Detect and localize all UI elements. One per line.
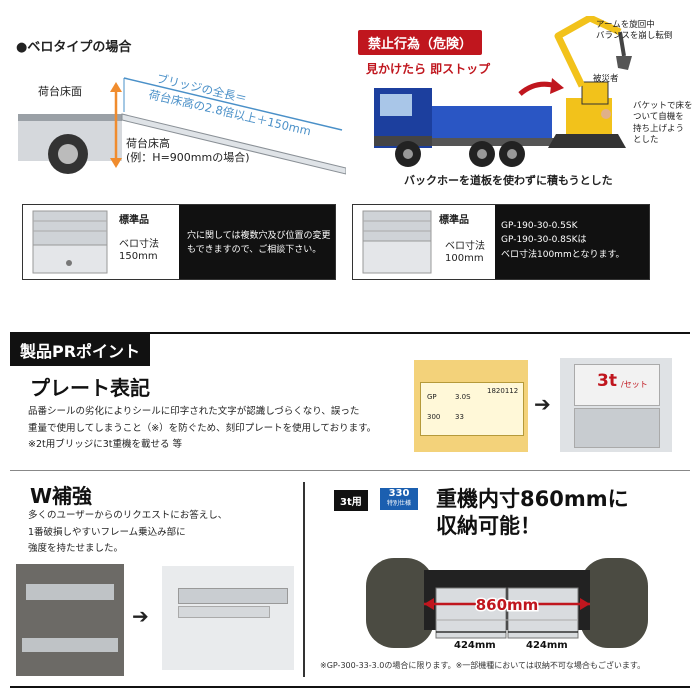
bero-section-title: ●ベロタイプの場合 — [16, 40, 132, 55]
danger-illustration — [374, 16, 632, 167]
spec-box-left: 標準品 ベロ寸法 150mm 穴に関しては複数穴及び位置の変更 もできますので、… — [22, 204, 336, 280]
spec-left-standard: 標準品 — [119, 215, 149, 226]
track-left — [366, 558, 434, 648]
machine-headline: 重機内寸860mmに 収納可能！ — [436, 487, 629, 539]
spec-left-tongue: ベロ寸法 — [119, 239, 159, 250]
track-diagram: 860mm 424mm 424mm — [366, 558, 648, 651]
engraved-plate: 3t /セット — [574, 364, 660, 406]
plate-title: プレート表記 — [30, 376, 150, 400]
sticker-photo: GP 3.0S 1820112 300 33 — [414, 360, 528, 452]
dimension-860-label: 860mm — [476, 596, 539, 614]
spec-left-desc-box: 穴に関しては複数穴及び位置の変更 もできますので、ご相談下さい。 — [179, 205, 335, 279]
plate-photo: 3t /セット — [560, 358, 672, 452]
serial-sticker: GP 3.0S 1820112 300 33 — [420, 382, 524, 436]
arm-note: アームを旋回中 バランスを崩し転倒 — [596, 20, 673, 42]
w-title: W補強 — [30, 484, 93, 508]
dump-body — [432, 106, 552, 140]
arrow-right-icon: ➔ — [534, 392, 551, 416]
ramp — [121, 113, 346, 175]
frame-photo-before — [16, 564, 124, 676]
w-body: 多くのユーザーからのリクエストにお答えし、 1番破損しやすいフレーム乗込み部に … — [28, 510, 228, 555]
spec-left-size: 150mm — [119, 251, 158, 262]
dimension-right-label: 424mm — [526, 640, 568, 651]
deck-floor-label: 荷台床面 — [38, 85, 82, 98]
tongue-photo-left — [32, 210, 108, 274]
frame-photo-after — [162, 566, 294, 670]
spec-right-desc-box: GP-190-30-0.5SK GP-190-30-0.8SKは ベロ寸法100… — [495, 205, 649, 279]
badge-330: 330 特別仕様 — [380, 488, 418, 510]
excavator-arm — [554, 16, 622, 88]
arrow-right-icon: ➔ — [132, 604, 149, 628]
machine-footnote: ※GP-300-33-3.0の場合に限ります。※一部機種においては収納不可な場合… — [320, 661, 646, 670]
spec-right-size: 100mm — [445, 253, 484, 264]
pr-divider — [10, 332, 690, 334]
plate-body: 品番シールの劣化によりシールに印字された文字が認識しづらくなり、誤った 重量で使… — [28, 406, 377, 451]
track-right — [580, 558, 648, 648]
danger-badge: 禁止行為（危険） — [358, 30, 483, 55]
truck-bed — [18, 114, 122, 121]
section-divider — [10, 470, 690, 471]
bridge-right — [507, 587, 579, 639]
badge-3t: 3t用 — [334, 490, 368, 511]
dimension-left-label: 424mm — [454, 640, 496, 651]
spec-right-tongue: ベロ寸法 — [445, 241, 485, 252]
pr-heading: 製品PRポイント — [10, 334, 151, 366]
bero-diagram: ブリッジの全長＝ 荷台床高の2.8倍以上＋150mm — [18, 71, 346, 175]
length-dimension-line — [123, 77, 343, 131]
excavator-track — [548, 134, 626, 148]
tongue-photo-right — [362, 210, 432, 274]
vertical-divider — [303, 482, 305, 677]
spec-right-standard: 標準品 — [439, 215, 469, 226]
deck-height-label: 荷台床高 — [126, 137, 170, 150]
victim-label: 被災者 — [593, 74, 619, 84]
bridge-left — [435, 587, 507, 639]
bucket-note: バケットで床を ついて自機を 持ち上げよう とした — [633, 101, 693, 146]
stop-warning: 見かけたら 即ストップ — [366, 62, 491, 76]
deck-height-example: (例：H=900mmの場合) — [126, 151, 250, 164]
bottom-divider — [10, 686, 690, 688]
danger-caption: バックホーを道板を使わずに積もうとした — [404, 174, 613, 187]
spec-box-right: 標準品 ベロ寸法 100mm GP-190-30-0.5SK GP-190-30… — [352, 204, 650, 280]
